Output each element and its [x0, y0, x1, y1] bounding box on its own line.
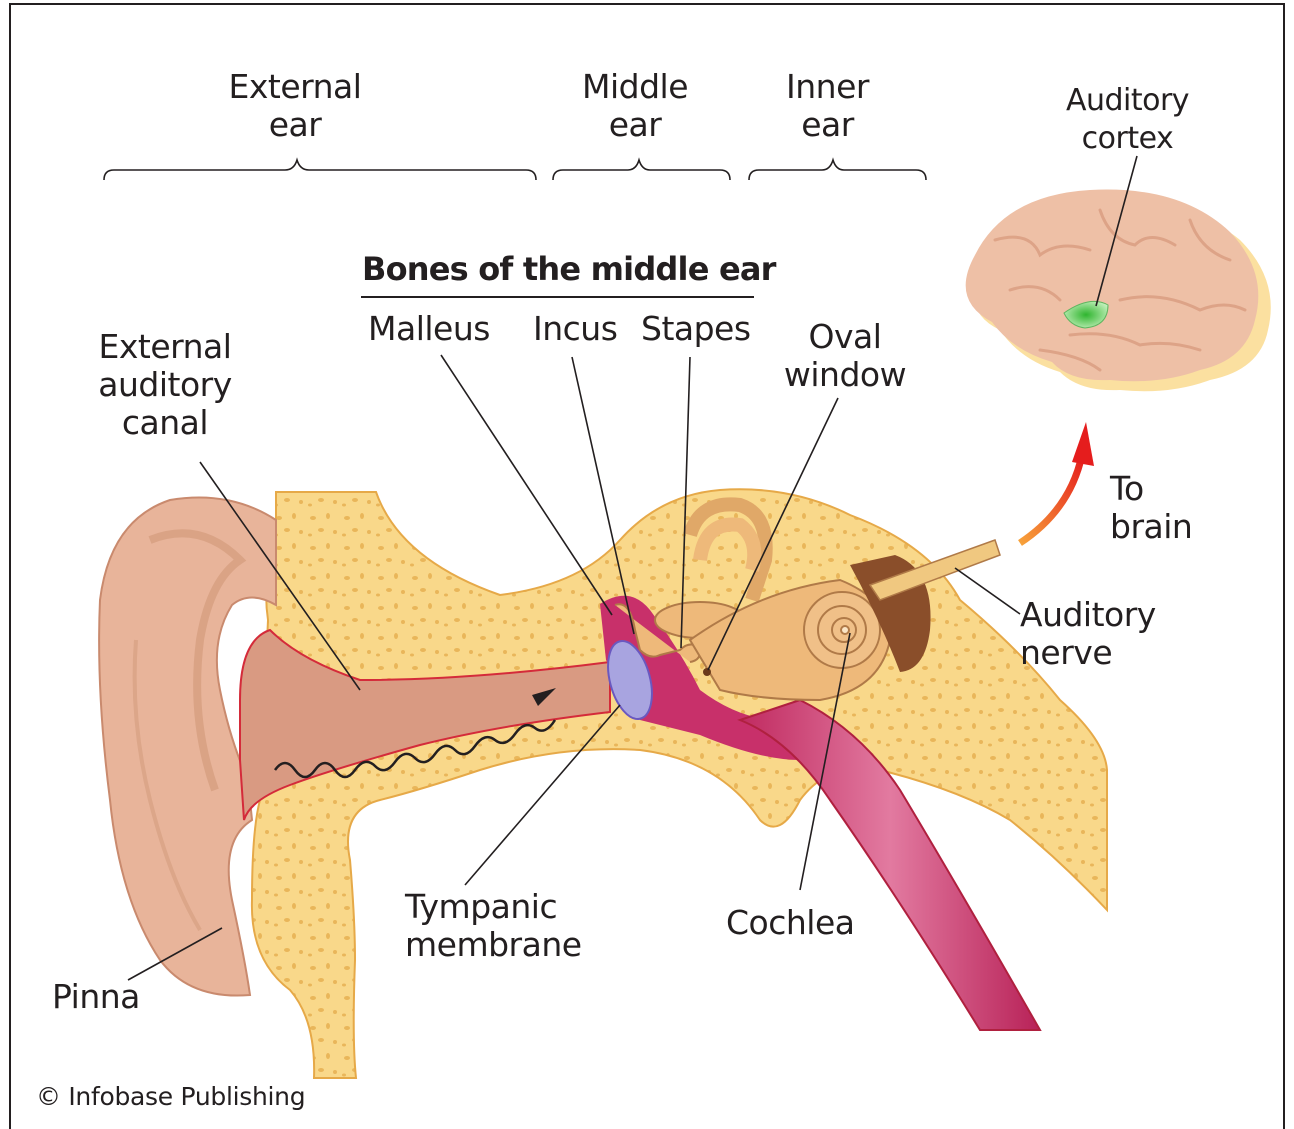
cochlea-shape [803, 591, 881, 669]
label-line: ear [268, 105, 322, 144]
tympanic-membrane-shape [607, 640, 653, 720]
label-line: Auditory [1065, 83, 1190, 118]
label-line: External [98, 327, 232, 366]
label-incus: Incus [533, 309, 618, 348]
eustachian-tube [737, 698, 1042, 1031]
label-external-ear: External ear [215, 68, 375, 144]
auditory-cortex-region [1063, 300, 1109, 329]
brace-external-ear [103, 157, 537, 181]
label-line: cortex [1081, 121, 1174, 156]
label-line: membrane [405, 925, 582, 964]
label-auditory-cortex: Auditory cortex [1050, 82, 1205, 158]
copyright-credit: © Infobase Publishing [36, 1082, 306, 1111]
label-line: Inner [786, 67, 869, 106]
brace-middle-ear [552, 157, 731, 181]
label-line: Middle [581, 67, 689, 106]
label-cochlea: Cochlea [726, 903, 855, 942]
label-middle-ear: Middle ear [560, 68, 710, 144]
leader-lines [127, 155, 1138, 981]
label-line: brain [1110, 507, 1193, 546]
figure-frame [9, 3, 1285, 1129]
label-tympanic-membrane: Tympanic membrane [405, 888, 582, 964]
label-line: To [1110, 469, 1144, 508]
label-line: External [228, 67, 362, 106]
to-brain-arrow [1018, 422, 1094, 546]
bones-title: Bones of the middle ear [362, 250, 776, 288]
label-line: ear [608, 105, 662, 144]
label-pinna: Pinna [52, 977, 140, 1016]
label-line: ear [801, 105, 854, 144]
label-oval-window: Oval window [770, 318, 920, 394]
label-line: window [783, 355, 907, 394]
inner-ear-labyrinth [654, 497, 931, 702]
label-malleus: Malleus [368, 309, 490, 348]
label-line: canal [121, 403, 209, 442]
label-stapes: Stapes [641, 309, 751, 348]
pinna-illustration [98, 496, 277, 997]
label-external-auditory-canal: External auditory canal [80, 328, 250, 442]
auditory-nerve-shape [868, 539, 1001, 601]
bones-title-underline [361, 296, 754, 298]
label-line: auditory [98, 365, 232, 404]
label-line: Tympanic [405, 887, 558, 926]
label-line: Auditory [1020, 595, 1156, 634]
brain-illustration [965, 189, 1271, 392]
label-line: Oval [808, 317, 882, 356]
sound-wave [273, 719, 557, 779]
label-auditory-nerve: Auditory nerve [1020, 596, 1156, 672]
label-inner-ear: Inner ear [765, 68, 890, 144]
brace-inner-ear [748, 157, 927, 181]
label-to-brain: To brain [1110, 469, 1193, 546]
oval-window-dot [703, 668, 711, 676]
label-line: nerve [1020, 633, 1113, 672]
